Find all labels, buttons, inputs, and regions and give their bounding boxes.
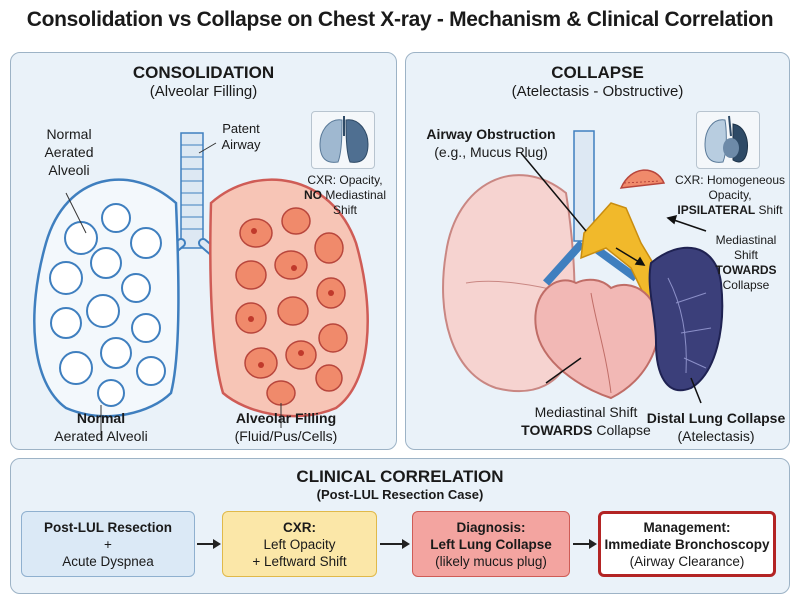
mediastinal-shift-bottom-label: Mediastinal Shift TOWARDS Collapse [521, 404, 651, 438]
normal-alveoli-bottom-label: Normal Aerated Alveoli [54, 410, 148, 444]
arrow-right-icon [197, 539, 221, 549]
patent-airway-label: Patent Airway [221, 121, 261, 152]
flow-step-diagnosis: Diagnosis: Left Lung Collapse (likely mu… [412, 511, 570, 577]
arrow-right-icon [380, 539, 410, 549]
alveolar-filling-label: Alveolar Filling (Fluid/Pus/Cells) [234, 410, 338, 444]
resected-lobe-icon [619, 169, 666, 189]
cxr-thumbnail-icon [311, 111, 375, 169]
mediastinal-shift-right-label: Mediastinal Shift TOWARDS Collapse [715, 233, 777, 292]
clinical-correlation-panel: CLINICAL CORRELATION (Post-LUL Resection… [10, 458, 790, 594]
collapse-heading: COLLAPSE [551, 63, 644, 82]
airway-obstruction-label: Airway Obstruction (e.g., Mucus Plug) [426, 126, 556, 160]
consolidated-lung-icon [209, 178, 369, 418]
collapse-subheading: (Atelectasis - Obstructive) [511, 83, 684, 100]
collapse-cxr-note: CXR: Homogeneous Opacity, IPSILATERAL Sh… [674, 173, 786, 217]
flow-step-management: Management: Immediate Bronchoscopy (Airw… [598, 511, 776, 577]
arrow-right-icon [573, 539, 597, 549]
distal-collapse-label: Distal Lung Collapse (Atelectasis) [646, 410, 786, 444]
normal-lung-icon [33, 178, 180, 418]
normal-alveoli-top-label: Normal Aerated Alveoli [44, 126, 94, 178]
clinical-subheading: (Post-LUL Resection Case) [316, 487, 484, 502]
flow-step-cxr: CXR: Left Opacity + Leftward Shift [222, 511, 377, 577]
cxr-thumbnail-icon [696, 111, 760, 169]
consolidation-subheading: (Alveolar Filling) [149, 83, 258, 100]
consolidation-lungs-illustration [33, 132, 369, 438]
collapse-panel: COLLAPSE (Atelectasis - Obstructive) [405, 52, 790, 450]
flow-step-history: Post-LUL Resection + Acute Dyspnea [21, 511, 195, 577]
consolidation-cxr-note: CXR: Opacity, NO Mediastinal Shift [303, 173, 387, 217]
page-title: Consolidation vs Collapse on Chest X-ray… [26, 8, 774, 31]
consolidation-panel: CONSOLIDATION (Alveolar Filling) [10, 52, 397, 450]
clinical-heading: CLINICAL CORRELATION [296, 467, 504, 486]
collapsed-lung-icon [648, 246, 724, 392]
consolidation-heading: CONSOLIDATION [132, 63, 275, 82]
collapse-lungs-illustration [442, 130, 724, 404]
